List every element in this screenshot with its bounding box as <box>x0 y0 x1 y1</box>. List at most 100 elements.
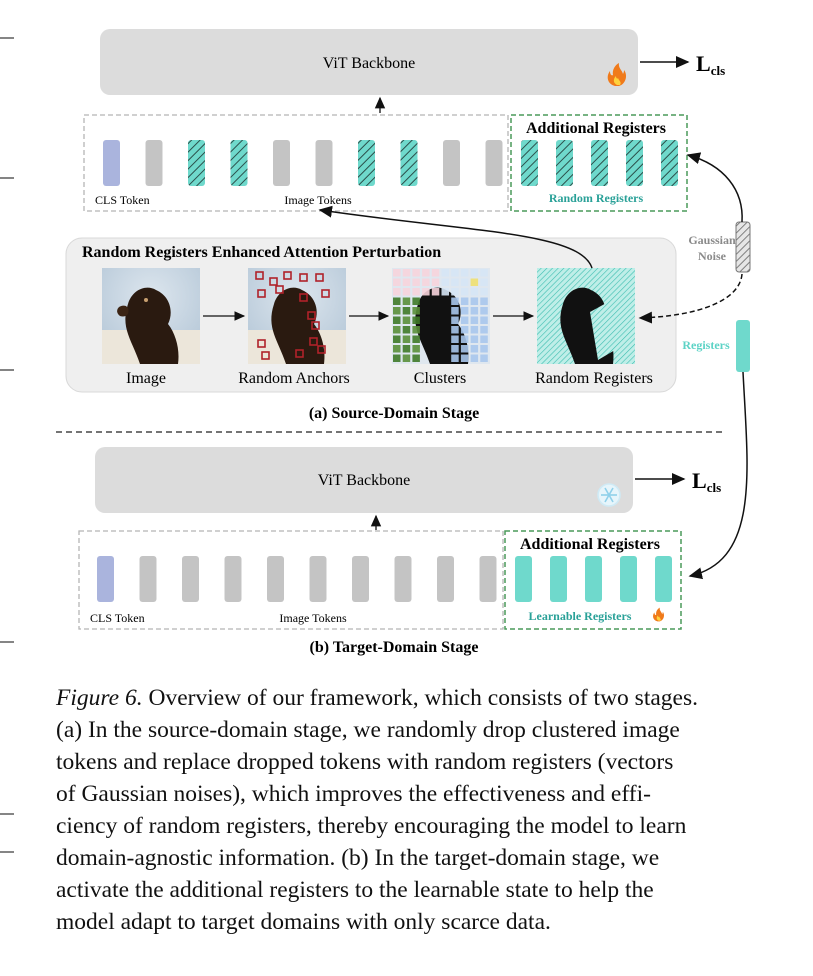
anchor-marker <box>275 285 284 294</box>
cluster-cell <box>470 335 479 343</box>
image-token <box>182 556 199 602</box>
caption-line: (a) In the source-domain stage, we rando… <box>56 717 680 743</box>
random-register-token <box>230 140 248 186</box>
cluster-cell <box>393 335 401 343</box>
cluster-cell <box>441 288 449 296</box>
cluster-cell <box>393 307 401 315</box>
target-stage: ViT Backbone Lcls CLS Token Image Tokens… <box>78 447 721 656</box>
cluster-cell <box>470 307 479 315</box>
image-token <box>443 140 460 186</box>
anchor-marker <box>317 345 326 354</box>
image-token <box>479 556 497 602</box>
margin-marks <box>0 37 14 853</box>
target-token-row <box>97 556 497 602</box>
cluster-cell <box>422 288 430 296</box>
cluster-cell <box>480 354 488 362</box>
cluster-cell <box>451 354 459 362</box>
loss-label: Lcls <box>696 51 725 78</box>
fire-icon <box>607 63 627 86</box>
cluster-cell <box>460 345 469 353</box>
cluster-cell <box>402 345 411 353</box>
cluster-cell <box>460 269 469 277</box>
cluster-cell <box>412 326 420 334</box>
registers-token <box>736 320 750 372</box>
caption-line: tokens and replace dropped tokens with r… <box>56 749 674 775</box>
step-label-random-anchors: Random Anchors <box>238 370 350 387</box>
cluster-cell <box>480 335 488 343</box>
anchor-marker <box>315 273 324 282</box>
cluster-cell <box>412 307 420 315</box>
cluster-cell <box>480 326 488 334</box>
cluster-cell <box>422 278 430 286</box>
anchor-marker <box>283 271 292 280</box>
cluster-cell <box>441 269 449 277</box>
cluster-cell <box>402 288 411 296</box>
random-register-token <box>626 140 643 186</box>
cluster-cell <box>480 278 488 286</box>
cluster-cell <box>393 297 401 305</box>
cluster-cell <box>393 316 401 324</box>
caption-figure-label: Figure 6. <box>56 685 143 711</box>
cluster-cell <box>460 307 469 315</box>
target-token-box <box>78 530 504 630</box>
cls-token <box>97 556 114 602</box>
cluster-cell <box>470 316 479 324</box>
cluster-cell <box>431 288 440 296</box>
cluster-cell <box>480 269 488 277</box>
image-tokens-label: Image Tokens <box>284 193 352 207</box>
anchor-marker <box>255 271 264 280</box>
random-register-token <box>556 140 573 186</box>
anchor-marker <box>257 289 266 298</box>
anchor-marker <box>295 349 304 358</box>
cluster-cell <box>460 288 469 296</box>
cluster-cell <box>412 269 420 277</box>
additional-registers-title: Additional Registers <box>526 120 666 137</box>
anchor-marker <box>257 339 266 348</box>
cluster-cell <box>470 288 479 296</box>
cluster-cell <box>393 345 401 353</box>
target-image-tokens-label: Image Tokens <box>279 611 347 625</box>
cluster-cell <box>460 278 469 286</box>
cluster-cell <box>412 345 420 353</box>
target-stage-title: (b) Target-Domain Stage <box>310 639 479 656</box>
learnable-register-token <box>550 556 567 602</box>
anchor-marker <box>261 351 270 360</box>
caption-line: ciency of random registers, thereby enco… <box>56 813 687 839</box>
image-token <box>394 556 412 602</box>
framework-figure: ViT Backbone Lcls CLS Token Image Tokens… <box>56 29 751 656</box>
cluster-cell <box>412 316 420 324</box>
cluster-cell <box>412 354 420 362</box>
cluster-cell <box>470 278 479 286</box>
gaussian-noise-label-2: Noise <box>698 249 727 263</box>
cluster-cell <box>402 326 411 334</box>
cluster-cell <box>393 278 401 286</box>
step-label-image: Image <box>126 370 166 387</box>
learnable-register-token <box>620 556 637 602</box>
cluster-cell <box>402 335 411 343</box>
random-register-token <box>188 140 205 186</box>
caption-text: Overview of our framework, which consist… <box>142 685 698 711</box>
target-cls-token-label: CLS Token <box>90 611 145 625</box>
step-label-clusters: Clusters <box>414 370 466 387</box>
cluster-cell <box>451 326 459 334</box>
dog-image <box>102 268 200 364</box>
random-register-token <box>358 140 375 186</box>
caption-line: Figure 6. Overview of our framework, whi… <box>56 682 768 714</box>
cluster-cell <box>422 269 430 277</box>
figure-caption: Figure 6. Overview of our framework, whi… <box>56 682 768 938</box>
cluster-cell <box>393 288 401 296</box>
perturbation-title: Random Registers Enhanced Attention Pert… <box>82 244 441 261</box>
cluster-cell <box>480 316 488 324</box>
cluster-cell <box>470 354 479 362</box>
cls-token <box>103 140 120 186</box>
cluster-cell <box>460 354 469 362</box>
caption-line: of Gaussian noises), which improves the … <box>56 781 651 807</box>
cluster-cell <box>480 297 488 305</box>
random-registers-row <box>521 140 678 186</box>
cluster-cell <box>451 288 459 296</box>
step-label-random-registers: Random Registers <box>535 370 653 387</box>
cluster-cell <box>451 278 459 286</box>
image-token <box>309 556 327 602</box>
cluster-cell <box>470 269 479 277</box>
image-token <box>485 140 503 186</box>
